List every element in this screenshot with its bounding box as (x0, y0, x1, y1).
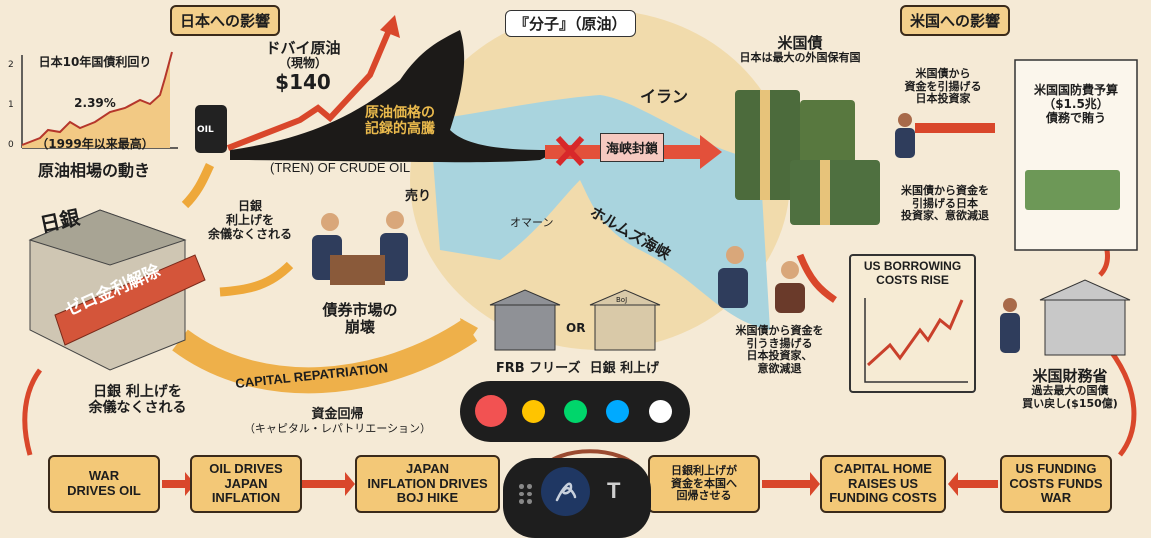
yield-chart-title: 日本10年国債利回り 2.39% （1999年以来最高） (15, 28, 175, 166)
flow-war-drives-oil: WAR DRIVES OIL (48, 455, 160, 513)
bond-market-collapse: 債券市場の 崩壊 (322, 301, 398, 337)
grip-icon[interactable] (519, 484, 533, 504)
defense-budget: 米国国防費予算 （$1.5兆） 債務で賄う (1015, 83, 1137, 125)
repatriation-title: 資金回帰 (311, 407, 364, 422)
color-swatch-red[interactable] (475, 395, 507, 427)
us-treasuries: 米国債 日本は最大の外国保有国 (715, 34, 885, 65)
y-tick-0: 0 (8, 140, 14, 150)
banks-caption: FRB フリーズ 日銀 利上げ (495, 361, 660, 376)
yield-title: 日本10年国債利回り (38, 54, 152, 69)
budget-document (1014, 59, 1138, 251)
iran-label: イラン (640, 87, 689, 106)
investor-pull-label: 米国債から 資金を引揚げる 日本投資家 (904, 67, 982, 106)
boj-forced-hike-top: 日銀 利上げを 余儀なくされる (207, 199, 292, 241)
treasuries-title: 米国債 (777, 34, 823, 52)
color-swatch-green[interactable] (564, 400, 587, 423)
repatriation-sub: （キャピタル・レパトリエーション） (243, 421, 432, 435)
molecule-bubble: 『分子』（原油） (505, 10, 636, 37)
dubai-crude-sub: （現物） (278, 56, 327, 71)
investor-pull-label-2: 米国債から資金を 引揚げる日本 投資家、意欲減退 (901, 184, 989, 223)
flow-oil-drives-inflation: OIL DRIVES JAPAN INFLATION (190, 455, 302, 513)
oman-label: オマーン (510, 216, 554, 229)
yield-value: 2.39% (74, 95, 116, 110)
y-tick-1: 1 (8, 100, 14, 110)
treasury-note: 過去最大の国債 買い戻し($150億) (1022, 384, 1118, 410)
boj-forced-hike-bottom: 日銀 利上げを 余儀なくされる (88, 384, 187, 417)
dubai-crude-title: ドバイ原油 (265, 39, 341, 57)
oil-surge-label: 原油価格の記録的高騰 (365, 105, 435, 138)
color-swatch-white[interactable] (649, 400, 672, 423)
pen-icon (555, 482, 577, 502)
or-label: OR (566, 321, 586, 335)
us-treasury-dept: 米国財務省 過去最大の国債 買い戻し($150億) (1000, 367, 1140, 411)
tool-bar: T (503, 458, 651, 538)
dubai-crude: ドバイ原油 （現物） $140 (258, 39, 348, 95)
boj-sign: BoJ (616, 296, 628, 304)
us-borrowing-title: US BORROWING COSTS RISE (863, 259, 962, 287)
defense-amount: （$1.5兆） (1043, 96, 1109, 111)
treasuries-sub: 日本は最大の外国保有国 (739, 51, 861, 65)
barrel-label: OIL (197, 125, 214, 135)
sell-label: 売り (405, 189, 432, 204)
investor-pull-label-3: 米国債から資金を 引うき揚げる 日本投資家、 意欲減退 (735, 324, 824, 375)
y-tick-2: 2 (8, 60, 14, 70)
treasury-title: 米国財務省 (1032, 367, 1108, 385)
crude-trend-label: (TREN) OF CRUDE OIL (270, 160, 411, 175)
color-swatch-blue[interactable] (606, 400, 629, 423)
us-impact-header: 米国への影響 (900, 5, 1011, 36)
dubai-crude-price: $140 (275, 70, 331, 95)
text-tool-button[interactable]: T (607, 478, 621, 503)
color-swatch-yellow[interactable] (522, 400, 545, 423)
oil-wave (230, 30, 560, 163)
strait-blockade-sign: 海峡封鎖 (600, 133, 665, 162)
oil-market-caption: 原油相場の動き (38, 161, 151, 180)
oil-barrel (195, 105, 227, 153)
defense-note: 債務で賄う (1045, 110, 1106, 125)
flow-inflation-drives-boj: JAPAN INFLATION DRIVES BOJ HIKE (355, 455, 500, 513)
flow-us-funding-war: US FUNDING COSTS FUNDS WAR (1000, 455, 1112, 513)
flow-capital-home: CAPITAL HOME RAISES US FUNDING COSTS (820, 455, 946, 513)
yield-note: （1999年以来最高） (36, 137, 154, 152)
color-palette (460, 381, 690, 442)
pen-tool-button[interactable] (541, 467, 590, 516)
repatriation-label: 資金回帰 （キャピタル・レパトリエーション） (225, 407, 450, 436)
flow-boj-repatriation: 日銀利上げが 資金を本国へ 回帰させる (648, 455, 760, 513)
japan-impact-header: 日本への影響 (170, 5, 281, 36)
illustration-background (21, 10, 1138, 496)
defense-title: 米国国防費予算 (1033, 83, 1118, 97)
